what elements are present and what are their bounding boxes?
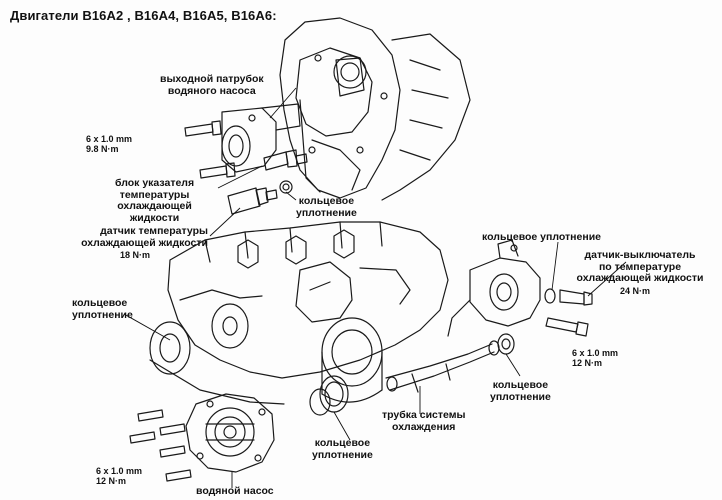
engine-block-drawing bbox=[168, 222, 448, 378]
label-o-ring-left-line2: уплотнение bbox=[72, 308, 133, 321]
label-water-pump: водяной насос bbox=[196, 485, 274, 498]
label-o-ring-left: кольцевое уплотнение bbox=[72, 297, 133, 321]
upper-housing-drawing bbox=[280, 18, 470, 200]
label-gauge-sender-line3: охлаждающей bbox=[117, 200, 192, 212]
label-outlet-pipe-line2: водяного насоса bbox=[167, 84, 256, 97]
spec-temp-sensor: 18 N·m bbox=[120, 250, 150, 260]
label-o-ring-upper-line1: кольцевое bbox=[298, 195, 355, 207]
label-o-ring-upper-line2: уплотнение bbox=[296, 206, 357, 219]
leader-sensor bbox=[210, 208, 240, 236]
pump-bolts-drawing bbox=[130, 410, 191, 481]
spec-temp-switch-torque: 24 N·m bbox=[620, 286, 651, 296]
leader-gauge bbox=[218, 166, 262, 188]
diagram-title: Двигатели В16А2 , В16А4, В16А5, В16А6: bbox=[10, 8, 277, 23]
label-o-ring-bottom-line1: кольцевое bbox=[314, 437, 371, 449]
label-temp-switch-line1: датчик-выключатель bbox=[584, 249, 696, 261]
leader-oring-right-bottom bbox=[506, 354, 520, 376]
spec-pipe-bolt: 6 x 1.0 mm 12 N·m bbox=[572, 348, 618, 368]
spec-pump-bolt-torque: 12 N·m bbox=[96, 476, 127, 486]
pulley-drawing bbox=[150, 304, 284, 404]
label-temp-switch-line3: охлаждающей жидкости bbox=[576, 272, 704, 284]
label-temp-sensor-line1: датчик температуры bbox=[100, 225, 208, 237]
label-coolant-pipe-line1: трубка системы bbox=[382, 409, 466, 421]
leader-oring-left bbox=[124, 314, 170, 340]
right-housing-drawing bbox=[448, 240, 540, 336]
label-gauge-sender: блок указателя температуры охлаждающей ж… bbox=[115, 177, 195, 224]
label-temp-switch-line2: по температуре bbox=[598, 260, 682, 273]
lower-o-rings-drawing bbox=[310, 376, 348, 415]
label-coolant-pipe-line2: охлаждения bbox=[392, 420, 456, 433]
right-bolt-drawing bbox=[546, 318, 588, 336]
label-o-ring-upper: кольцевое уплотнение bbox=[296, 195, 357, 219]
leader-oring-upper bbox=[286, 192, 296, 200]
spec-temp-switch: 24 N·m bbox=[620, 286, 650, 296]
spec-outlet-bolt-torque: 9.8 N·m bbox=[86, 144, 119, 154]
label-water-pump-line1: водяной насос bbox=[196, 485, 274, 497]
label-o-ring-bottom: кольцевое уплотнение bbox=[312, 437, 373, 461]
label-gauge-sender-line4: жидкости bbox=[129, 211, 180, 224]
label-o-ring-right-bottom-line2: уплотнение bbox=[490, 390, 551, 403]
label-outlet-pipe-line1: выходной патрубок bbox=[160, 73, 264, 85]
leader-outlet bbox=[270, 88, 296, 118]
label-outlet-pipe: выходной патрубок водяного насоса bbox=[160, 73, 264, 97]
label-temp-sensor: датчик температуры охлаждающей жидкости bbox=[60, 225, 208, 249]
spec-outlet-bolt: 6 x 1.0 mm 9.8 N·m bbox=[86, 134, 132, 154]
spec-pipe-bolt-size: 6 x 1.0 mm bbox=[572, 348, 619, 358]
temp-sensor-drawing bbox=[228, 181, 292, 214]
label-o-ring-right-top: кольцевое уплотнение bbox=[482, 231, 602, 244]
right-lower-o-ring-drawing bbox=[498, 334, 514, 354]
label-temp-sensor-line2: охлаждающей жидкости bbox=[81, 236, 208, 249]
leader-oring-bottom bbox=[334, 412, 350, 440]
temp-switch-drawing bbox=[545, 289, 592, 305]
label-gauge-sender-line1: блок указателя bbox=[115, 177, 195, 189]
gauge-sender-drawing bbox=[264, 150, 307, 170]
label-o-ring-bottom-line2: уплотнение bbox=[312, 448, 373, 461]
water-pump-drawing bbox=[186, 394, 274, 472]
leader-oring-right bbox=[552, 242, 558, 290]
spec-outlet-bolt-size: 6 x 1.0 mm bbox=[86, 134, 133, 144]
filter-housing-drawing bbox=[322, 318, 382, 402]
label-o-ring-left-line1: кольцевое bbox=[72, 297, 128, 309]
label-coolant-pipe: трубка системы охлаждения bbox=[382, 409, 466, 433]
spec-pipe-bolt-torque: 12 N·m bbox=[572, 358, 603, 368]
coolant-pipe-drawing bbox=[386, 341, 499, 392]
spec-temp-sensor-torque: 18 N·m bbox=[120, 250, 151, 260]
label-o-ring-right-bottom: кольцевое уплотнение bbox=[490, 379, 551, 403]
upper-bolts-drawing bbox=[185, 121, 235, 178]
leader-switch bbox=[588, 262, 626, 296]
spec-pump-bolt: 6 x 1.0 mm 12 N·m bbox=[96, 466, 142, 486]
outlet-pipe-drawing bbox=[222, 104, 300, 172]
label-gauge-sender-line2: температуры bbox=[119, 188, 190, 201]
spec-pump-bolt-size: 6 x 1.0 mm bbox=[96, 466, 143, 476]
label-o-ring-right-top-line1: кольцевое уплотнение bbox=[482, 231, 602, 243]
label-temp-switch: датчик-выключатель по температуре охлажд… bbox=[570, 249, 710, 285]
label-o-ring-right-bottom-line1: кольцевое bbox=[492, 379, 549, 391]
